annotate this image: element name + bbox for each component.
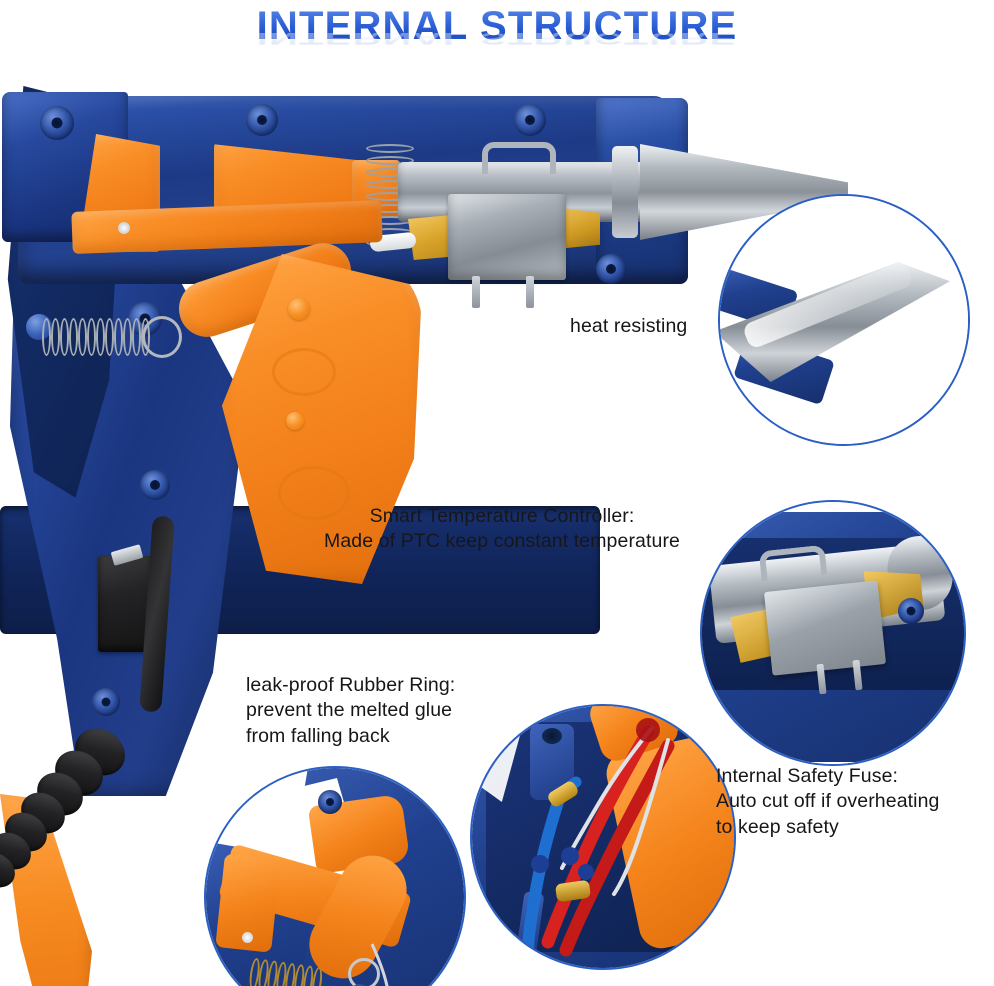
page-title: INTERNAL STRUCTURE [256,4,738,48]
ptc-pin [472,276,480,308]
screw-boss [596,254,626,284]
screw-boss [92,688,120,716]
callout-heat-resisting [718,194,970,446]
callout-smart-temperature-controller [700,500,966,766]
page-title-reflection: INTERNAL STRUCTURE [0,29,994,47]
screw-boss [140,470,170,500]
screw-boss [40,106,74,140]
trigger-dimple [288,298,310,320]
power-switch [98,556,152,652]
glue-gun-cutaway-illustration [0,86,860,986]
power-cord [0,716,192,911]
screw-boss [514,104,546,136]
lever-pivot-pin [118,222,130,234]
screw-boss [246,104,278,136]
spring-hook [142,316,182,358]
callout-label-heat-resisting: heat resisting [570,315,688,337]
trigger-emboss-ring [272,348,336,396]
ptc-heater-block [448,194,566,280]
trigger-emboss-ring [278,466,350,520]
return-spring [42,318,150,356]
callout-label-leak-proof-rubber-ring: leak-proof Rubber Ring: prevent the melt… [246,674,456,747]
callout-label-smart-temperature-controller: Smart Temperature Controller: Made of PT… [324,505,680,553]
trigger-dimple [286,412,304,430]
callout-internal-safety-fuse [470,704,736,970]
muzzle-slot-top [0,634,56,658]
page-title-block: INTERNAL STRUCTURE INTERNAL STRUCTURE [0,4,994,48]
nozzle-collar [612,146,638,238]
callout-leak-proof-rubber-ring [204,766,466,986]
nozzle-retaining-clip [482,142,556,174]
muzzle-slot-bottom [0,658,56,684]
ptc-pin [526,276,534,308]
callout-label-internal-safety-fuse: Internal Safety Fuse: Auto cut off if ov… [716,765,940,838]
